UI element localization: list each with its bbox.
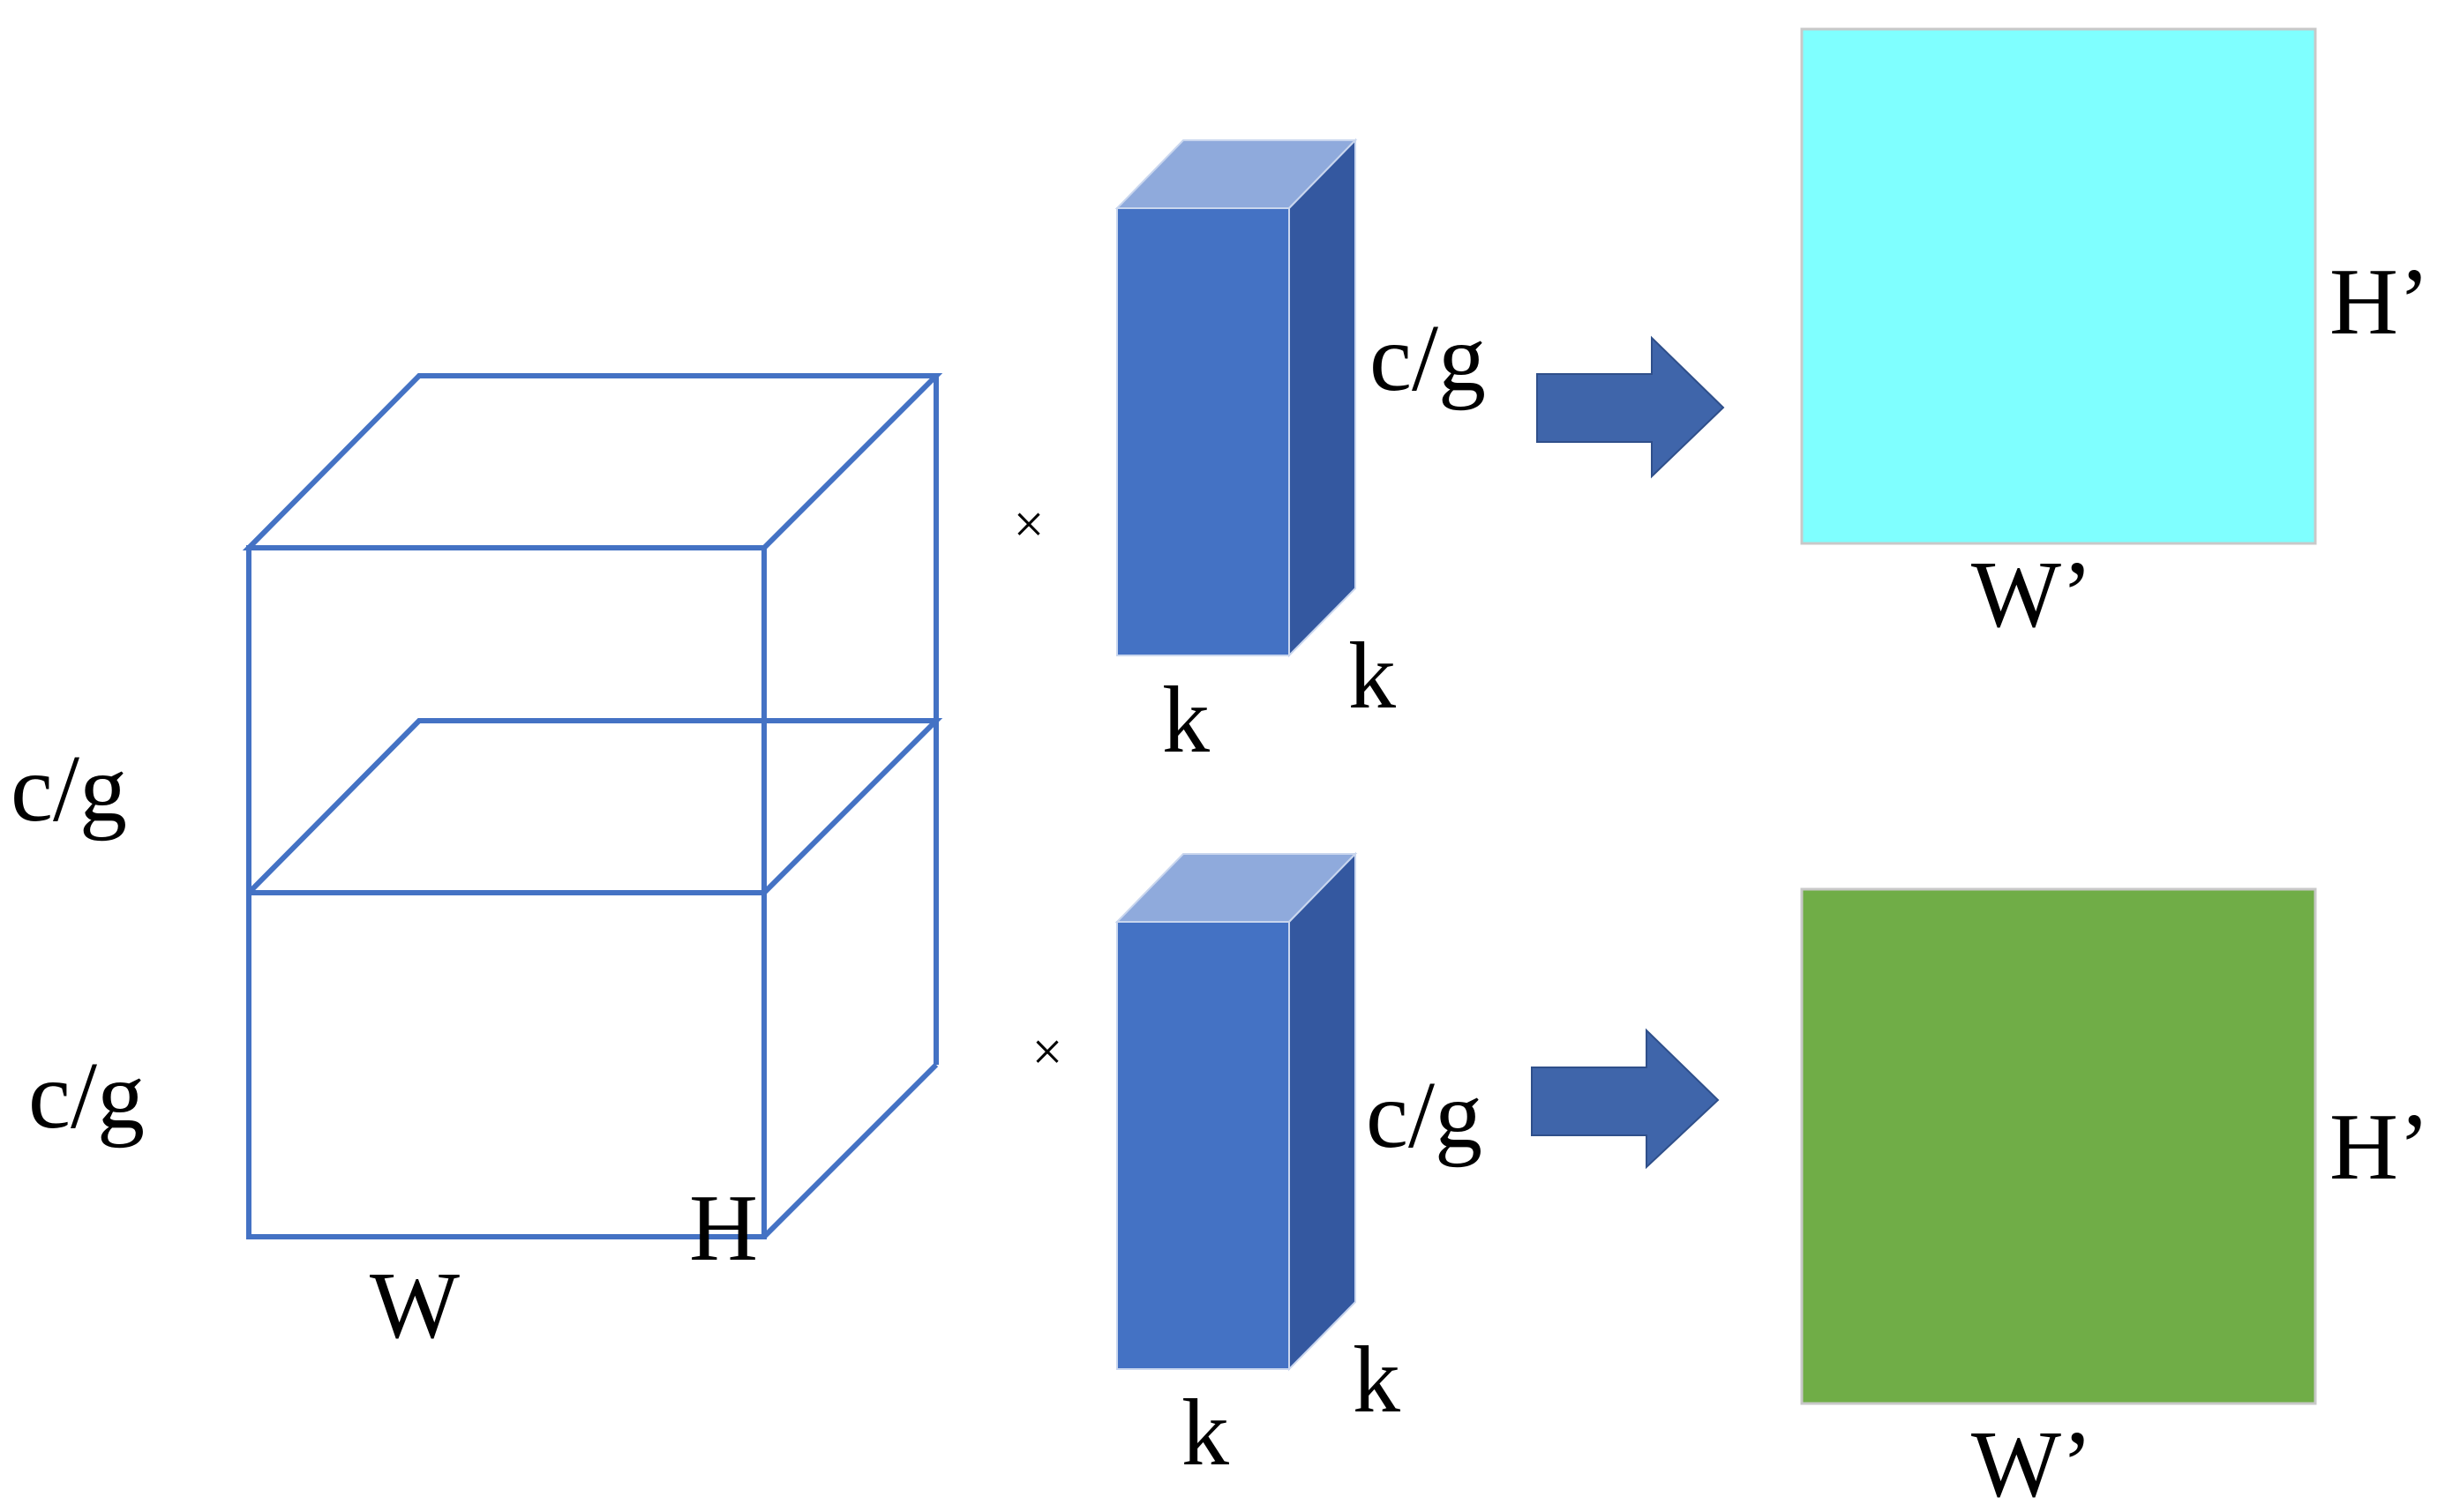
input-bottom-right-edge [761, 1062, 939, 1239]
kernel-bottom-side-face [1288, 851, 1356, 1372]
input-lower-channels-label: c/g [28, 1044, 145, 1149]
output-feature-map-top [1800, 27, 2317, 545]
output-bottom-width-label: W’ [1971, 1412, 2093, 1512]
multiply-operator-bottom: × [1032, 1022, 1063, 1082]
input-upper-channels-label: c/g [11, 737, 127, 842]
input-feature-block [242, 373, 943, 1239]
input-top-face [242, 373, 943, 550]
output-top-width-label: W’ [1971, 543, 2093, 647]
multiply-operator-top: × [1014, 495, 1045, 555]
kernel-bottom-width-label: k [1181, 1381, 1229, 1486]
kernel-bottom-height-label: k [1353, 1328, 1400, 1433]
input-height-label: H [689, 1176, 758, 1281]
input-group-divider-back [246, 718, 943, 895]
kernel-top-depth-label: c/g [1369, 306, 1486, 411]
kernel-top [1114, 138, 1358, 658]
output-bottom-height-label: H’ [2329, 1095, 2430, 1200]
arrow-top-icon [1536, 335, 1725, 479]
kernel-bottom-depth-label: c/g [1366, 1063, 1482, 1168]
kernel-bottom [1114, 851, 1358, 1372]
output-feature-map-bottom [1800, 887, 2317, 1405]
arrow-bottom-icon [1531, 1028, 1720, 1170]
input-width-label: W [370, 1254, 460, 1359]
kernel-top-height-label: k [1348, 624, 1396, 729]
output-top-height-label: H’ [2329, 250, 2430, 355]
kernel-bottom-front-face [1116, 921, 1290, 1370]
kernel-top-front-face [1116, 207, 1290, 656]
kernel-top-side-face [1288, 138, 1356, 658]
kernel-top-width-label: k [1162, 668, 1210, 773]
